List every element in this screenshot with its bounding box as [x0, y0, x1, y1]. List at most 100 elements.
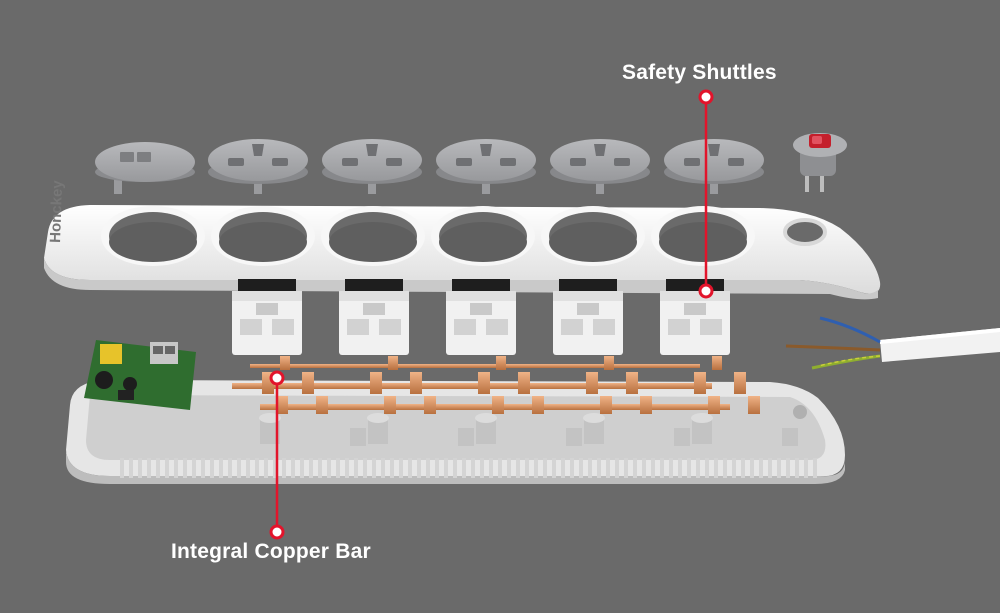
socket-face [208, 139, 308, 194]
cover-opening [431, 206, 535, 266]
copper-terminal [370, 372, 382, 394]
copper-terminal [600, 396, 612, 414]
rib [309, 458, 313, 478]
rib [237, 458, 241, 478]
rib [264, 458, 268, 478]
socket-face [664, 139, 764, 194]
rib [291, 458, 295, 478]
rib [507, 458, 511, 478]
copper-bar-label: Integral Copper Bar [171, 540, 371, 563]
rib [417, 458, 421, 478]
copper-terminal [388, 356, 398, 370]
rib [651, 458, 655, 478]
safety-shutter [553, 279, 623, 355]
rib [192, 458, 196, 478]
rib [516, 458, 520, 478]
rib [534, 458, 538, 478]
copper-terminal [496, 356, 506, 370]
rib [777, 458, 781, 478]
rib [318, 458, 322, 478]
cover-socket-openings [101, 206, 755, 266]
base-ribs [120, 458, 817, 478]
rib [768, 458, 772, 478]
rib [624, 458, 628, 478]
rib [642, 458, 646, 478]
rib [669, 458, 673, 478]
safety-shutter [232, 279, 302, 355]
rib [129, 458, 133, 478]
copper-terminal [694, 372, 706, 394]
copper-terminal [424, 396, 436, 414]
rib [561, 458, 565, 478]
socket-face [322, 139, 422, 194]
rib [660, 458, 664, 478]
rib [156, 458, 160, 478]
rib [219, 458, 223, 478]
rib [255, 458, 259, 478]
safety-shutter-row [232, 279, 730, 355]
rib [201, 458, 205, 478]
copper-terminal [626, 372, 638, 394]
screw-post [691, 413, 798, 446]
cover-opening [651, 206, 755, 266]
power-cable [785, 316, 1000, 370]
copper-terminal [708, 396, 720, 414]
rib [300, 458, 304, 478]
cover-opening [541, 206, 645, 266]
rib [759, 458, 763, 478]
callout-safety-shuttles [698, 89, 714, 299]
screw-post [259, 413, 366, 446]
rib [723, 458, 727, 478]
copper-terminal [532, 396, 544, 414]
rib [210, 458, 214, 478]
rib [174, 458, 178, 478]
rib [453, 458, 457, 478]
rib [354, 458, 358, 478]
rib [687, 458, 691, 478]
rib [372, 458, 376, 478]
rib [678, 458, 682, 478]
rib [363, 458, 367, 478]
copper-terminal [586, 372, 598, 394]
rib [282, 458, 286, 478]
rib [714, 458, 718, 478]
rib [570, 458, 574, 478]
rib [147, 458, 151, 478]
rib [633, 458, 637, 478]
cover-opening [211, 206, 315, 266]
power-switch [793, 133, 847, 192]
usb-module [95, 142, 195, 194]
rib [183, 458, 187, 478]
rib [120, 458, 124, 478]
rib [426, 458, 430, 478]
rib [813, 458, 817, 478]
rib [615, 458, 619, 478]
copper-terminal [492, 396, 504, 414]
rib [579, 458, 583, 478]
rib [732, 458, 736, 478]
safety-shutter [339, 279, 409, 355]
usb-pcb [84, 340, 196, 410]
rib [471, 458, 475, 478]
rib [138, 458, 142, 478]
rib [552, 458, 556, 478]
socket-face [550, 139, 650, 194]
copper-terminal [302, 372, 314, 394]
copper-terminal [604, 356, 614, 370]
copper-terminal [478, 372, 490, 394]
screw-post [367, 413, 474, 446]
cover-opening [101, 206, 205, 266]
safety-shutter [446, 279, 516, 355]
rib [543, 458, 547, 478]
socket-face [436, 139, 536, 194]
socket-face-row [208, 139, 764, 194]
base-screw-posts [259, 413, 798, 446]
rib [489, 458, 493, 478]
rib [741, 458, 745, 478]
rib [381, 458, 385, 478]
copper-bar [232, 356, 760, 414]
screw-post [583, 413, 690, 446]
rib [606, 458, 610, 478]
